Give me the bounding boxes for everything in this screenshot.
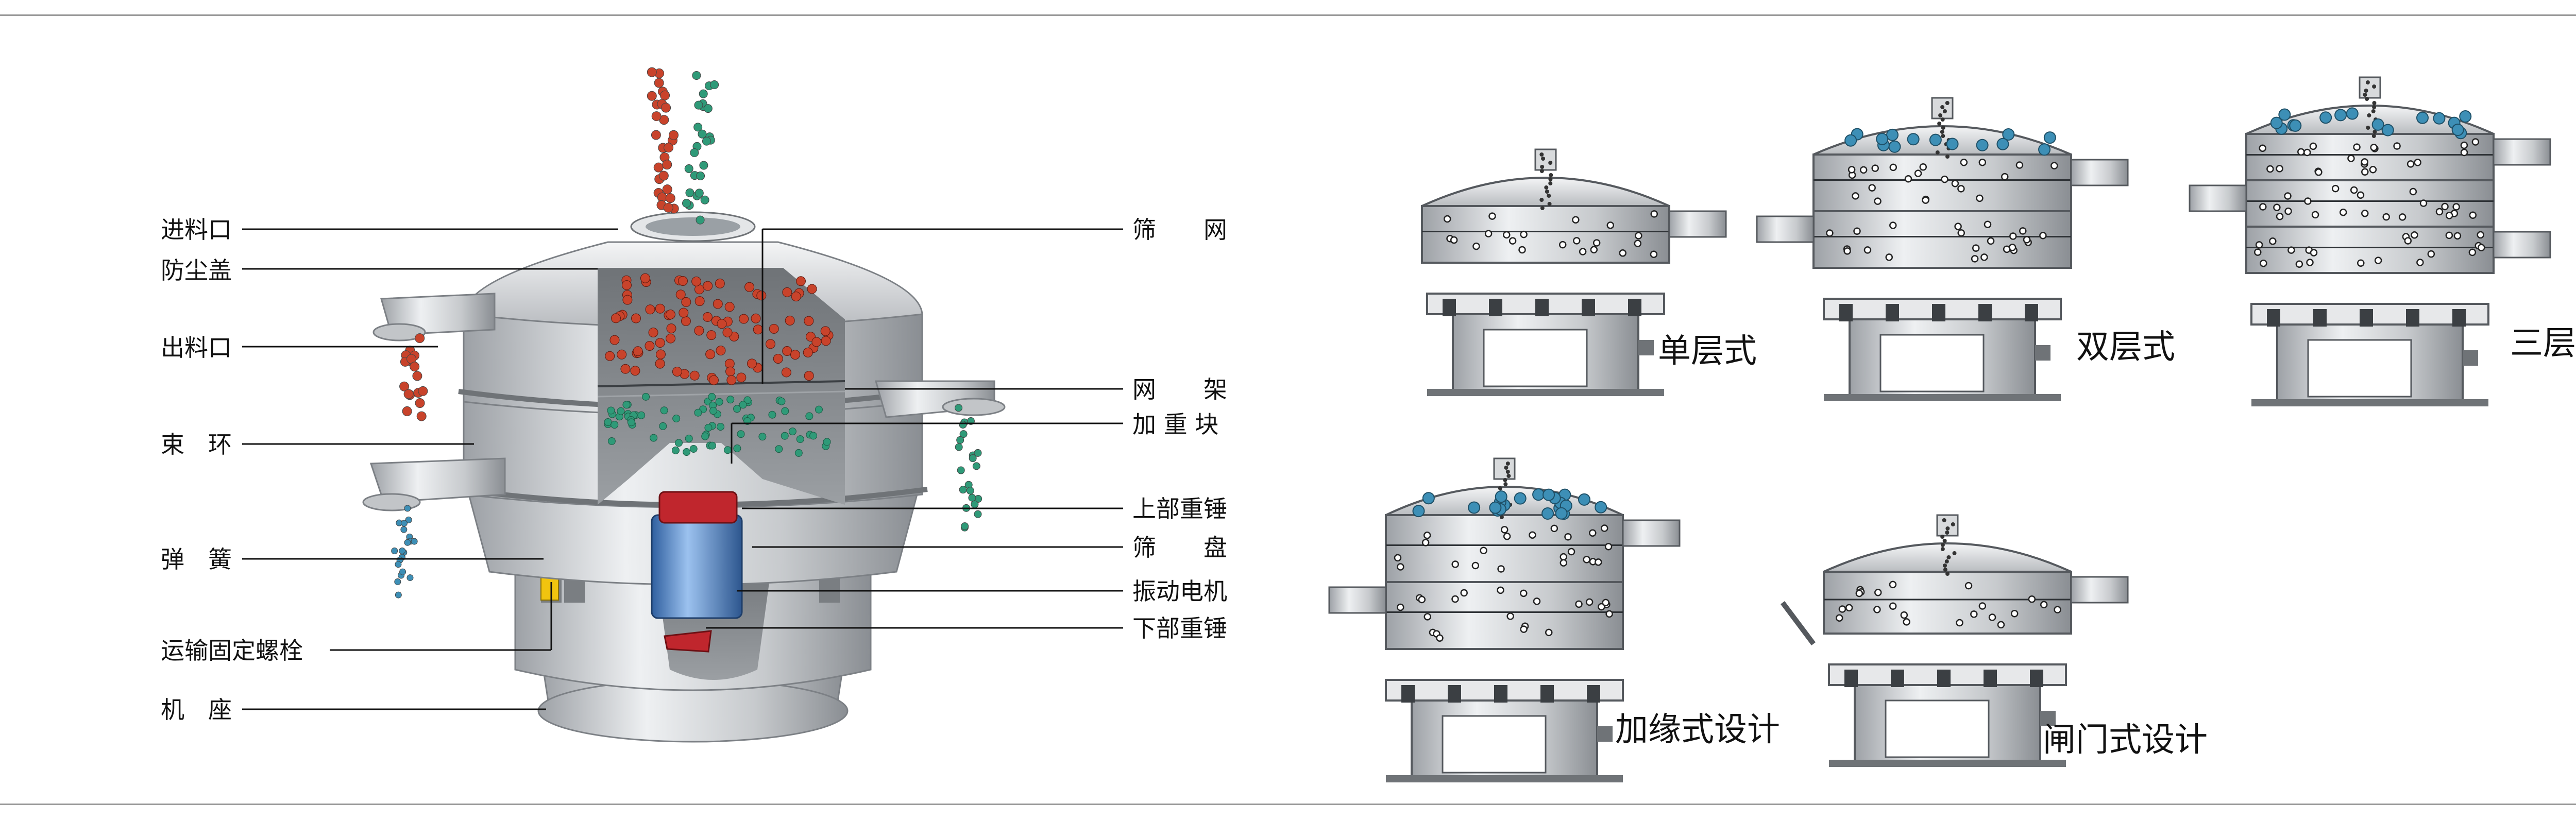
- label-upper-weight: 上部重锤: [1132, 495, 1227, 523]
- label-leader-lines: [242, 228, 1123, 710]
- label-vibration-motor: 振动电机: [1132, 577, 1227, 605]
- variant-triple-layer: [2189, 76, 2551, 406]
- label-outlet: 出料口: [161, 334, 232, 362]
- variant-rim-design: [1328, 457, 1681, 782]
- label-mesh-frame: 网 架: [1132, 375, 1227, 403]
- caption-single-layer: 单层式: [1658, 332, 1757, 370]
- caption-rim-design: 加缘式设计: [1615, 711, 1780, 749]
- variant-double-layer: [1756, 97, 2129, 401]
- caption-triple-layer: 三层式: [2510, 324, 2576, 363]
- label-clamp-ring: 束 环: [161, 431, 232, 458]
- label-base: 机 座: [161, 696, 232, 724]
- label-screen-mesh: 筛 网: [1132, 216, 1227, 244]
- vibration-motor: [651, 514, 743, 619]
- label-spring: 弹 簧: [161, 545, 232, 573]
- upper-weight: [658, 491, 738, 524]
- lower-weight: [664, 630, 712, 653]
- label-screen-plate: 筛 盘: [1132, 534, 1227, 561]
- label-lower-weight: 下部重锤: [1132, 614, 1227, 642]
- variant-gate-design: [1781, 514, 2129, 767]
- caption-gate-design: 闸门式设计: [2043, 721, 2208, 759]
- main-sieve-cutaway: [362, 67, 1006, 743]
- variant-illustrations: [1328, 76, 2551, 782]
- top-divider: [0, 14, 2576, 16]
- label-transport-bolt: 运输固定螺栓: [161, 637, 303, 664]
- caption-double-layer: 双层式: [2076, 328, 2175, 366]
- variant-single-layer: [1421, 148, 1727, 396]
- bottom-divider: [0, 804, 2576, 805]
- label-dust-cover: 防尘盖: [161, 257, 232, 284]
- label-weight-block: 加 重 块: [1132, 411, 1219, 438]
- label-inlet: 进料口: [161, 216, 232, 244]
